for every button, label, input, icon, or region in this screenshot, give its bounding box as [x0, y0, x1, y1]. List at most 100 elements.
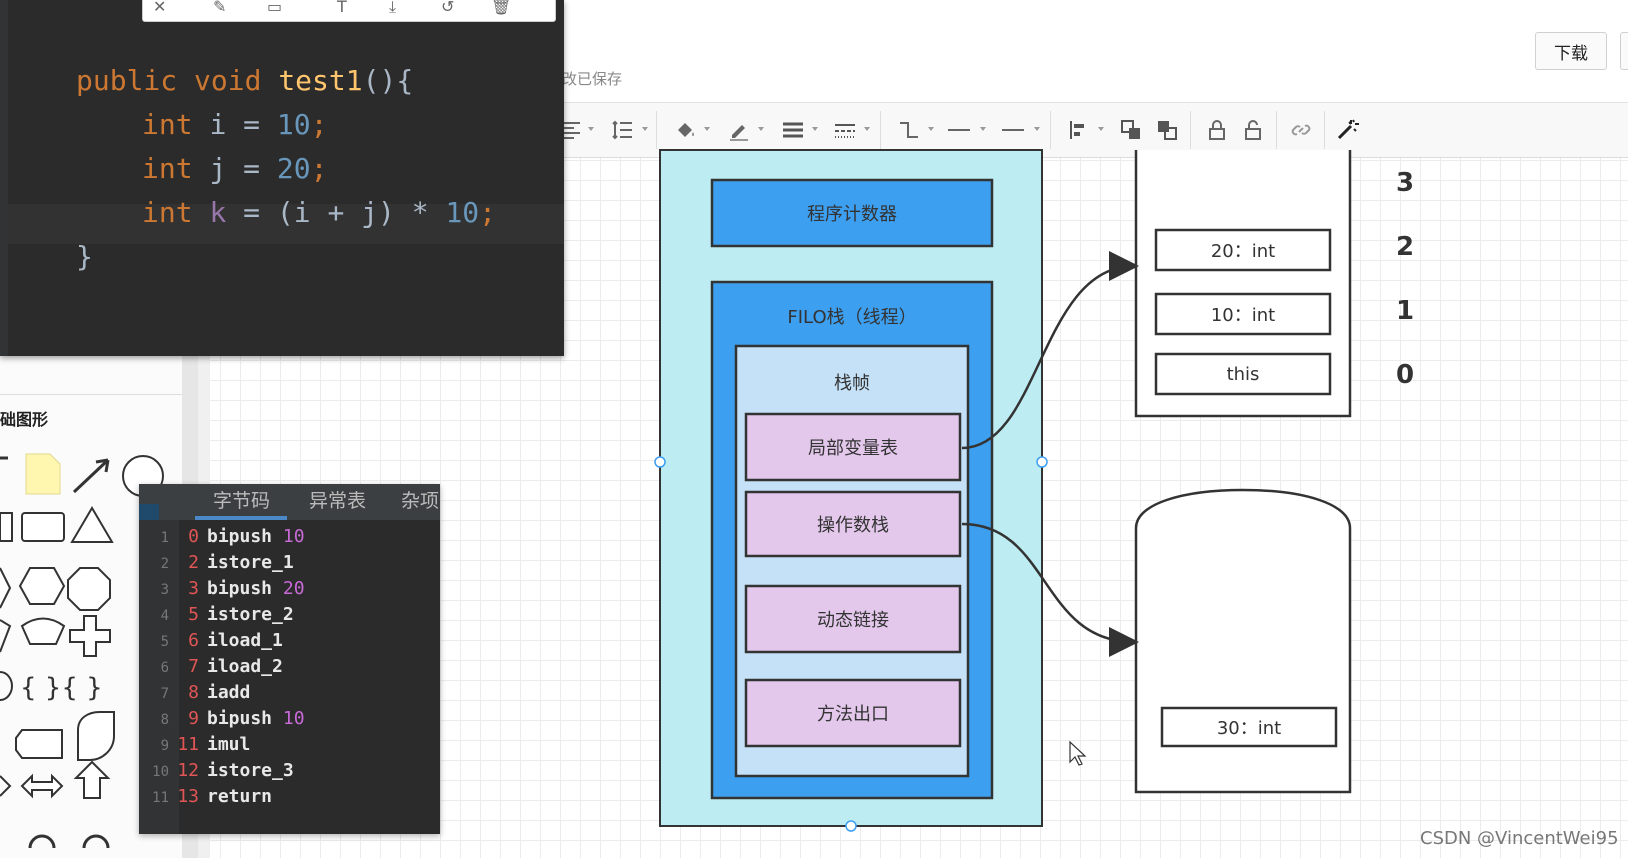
- download-button[interactable]: 下载: [1535, 32, 1607, 70]
- bring-front-icon[interactable]: [1118, 117, 1144, 143]
- lock-icon[interactable]: [1204, 117, 1230, 143]
- fill-color-icon[interactable]: [672, 117, 698, 143]
- code-token: public: [76, 64, 195, 97]
- tab-bytecode[interactable]: 字节码: [213, 490, 271, 512]
- bytecode-offset: 13: [177, 786, 199, 807]
- local-slot-1[interactable]: [1154, 292, 1332, 336]
- bytecode-gutter: [139, 520, 179, 834]
- shapes-section-title[interactable]: 础图形: [0, 410, 49, 429]
- save-status-text: 改已保存: [562, 70, 623, 88]
- bytecode-instruction: iload_2: [207, 656, 283, 677]
- bytecode-instruction: bipush 10: [207, 526, 305, 547]
- magic-wand-icon[interactable]: [1334, 117, 1360, 143]
- connector-icon[interactable]: [896, 117, 922, 143]
- line-end-icon[interactable]: [1000, 117, 1026, 143]
- connector-operand-stack[interactable]: [961, 522, 1139, 657]
- align-text-icon[interactable]: [558, 117, 584, 143]
- more-button[interactable]: [1620, 32, 1628, 70]
- dynamic-link-box[interactable]: [744, 584, 962, 654]
- resize-handle-right[interactable]: [1036, 456, 1048, 468]
- bytecode-offset: 6: [188, 630, 199, 651]
- resize-handle-bottom[interactable]: [845, 820, 857, 832]
- local-var-table-box[interactable]: [744, 412, 962, 482]
- local-slot-1-label: 10：int: [1210, 305, 1276, 326]
- bytecode-instruction: iload_1: [207, 630, 283, 651]
- program-counter-box[interactable]: [710, 178, 994, 248]
- program-counter-label: 程序计数器: [807, 204, 897, 225]
- align-left-icon[interactable]: [1066, 117, 1092, 143]
- app-header: [540, 0, 1628, 102]
- bytecode-instruction: bipush 20: [207, 578, 305, 599]
- code-token: = (i + j) *: [226, 196, 446, 229]
- code-editor-popup[interactable]: ✕ ✎ ▭ T ⤓ ↺ 🗑 public void test1(){ int i…: [0, 0, 564, 356]
- bytecode-line-number: 10: [152, 764, 169, 780]
- bytecode-line-number: 2: [160, 556, 169, 572]
- download-icon[interactable]: ⤓: [389, 0, 397, 16]
- bytecode-line-number: 5: [160, 634, 169, 650]
- current-line-highlight: [8, 204, 564, 244]
- local-slot-0[interactable]: [1154, 352, 1332, 396]
- tab-misc[interactable]: 杂项: [401, 490, 440, 512]
- bytecode-line-number: 4: [160, 608, 169, 624]
- method-exit-box[interactable]: [744, 678, 962, 748]
- code-token: int: [142, 108, 210, 141]
- resize-handle-left[interactable]: [654, 456, 666, 468]
- text-icon[interactable]: T: [337, 0, 347, 16]
- connector-local-vars[interactable]: [961, 251, 1139, 450]
- bytecode-instruction: istore_2: [207, 604, 294, 625]
- unlock-icon[interactable]: [1240, 117, 1266, 143]
- line-width-icon[interactable]: [780, 117, 806, 143]
- bytecode-offset: 2: [188, 552, 199, 573]
- code-token: 10: [445, 196, 480, 229]
- code-token: j =: [209, 152, 277, 185]
- operand-stack-box[interactable]: [744, 490, 962, 558]
- bytecode-instruction: return: [207, 786, 273, 807]
- local-var-table-container[interactable]: [1134, 150, 1352, 418]
- bytecode-row[interactable]: 11 13 return: [139, 786, 440, 812]
- operand-slot-0[interactable]: [1160, 706, 1338, 748]
- stack-frame-label: 栈帧: [834, 373, 870, 394]
- active-tab-indicator: [195, 516, 287, 520]
- bytecode-instruction: bipush 10: [207, 708, 305, 729]
- line-style-icon[interactable]: [832, 117, 858, 143]
- bytecode-line-number: 9: [160, 738, 169, 754]
- link-icon[interactable]: [1288, 117, 1314, 143]
- bytecode-row[interactable]: 5 6 iload_1: [139, 630, 440, 656]
- bytecode-argument: 20: [272, 578, 305, 599]
- shape-library[interactable]: { }{ }: [0, 440, 182, 858]
- line-start-icon[interactable]: [946, 117, 972, 143]
- watermark: CSDN @VincentWei95: [1420, 828, 1619, 849]
- line-color-icon[interactable]: [726, 117, 752, 143]
- code-line-2: int i = 10;: [142, 108, 327, 141]
- code-gutter: [0, 0, 8, 356]
- bytecode-line-number: 11: [152, 790, 169, 806]
- tab-exception-table[interactable]: 异常表: [309, 490, 367, 512]
- code-token: }: [76, 240, 93, 273]
- bytecode-body: [179, 520, 440, 834]
- method-exit-label: 方法出口: [817, 704, 889, 725]
- send-back-icon[interactable]: [1154, 117, 1180, 143]
- operand-slot-0-label: 30：int: [1216, 718, 1282, 739]
- local-slot-2[interactable]: [1154, 228, 1332, 272]
- slot-index-2: 2: [1396, 232, 1415, 262]
- bytecode-offset: 7: [188, 656, 199, 677]
- line-spacing-icon[interactable]: [610, 117, 636, 143]
- filo-stack-label: FILO栈（线程）: [787, 307, 917, 328]
- code-line-5: }: [76, 240, 93, 273]
- slot-index-3: 3: [1396, 168, 1415, 198]
- bytecode-row[interactable]: 6 7 iload_2: [139, 656, 440, 682]
- bytecode-instruction: imul: [207, 734, 251, 755]
- bytecode-instruction: iadd: [207, 682, 251, 703]
- bytecode-line-number: 6: [160, 660, 169, 676]
- code-token: ;: [310, 152, 328, 185]
